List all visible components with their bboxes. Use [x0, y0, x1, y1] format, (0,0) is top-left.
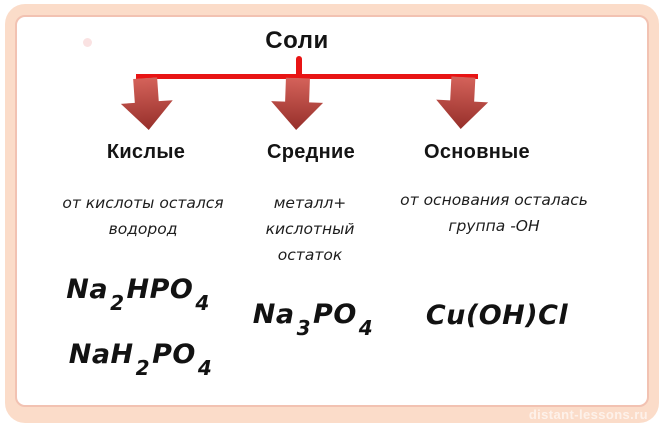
formula-subscript: 2: [135, 356, 151, 380]
formula-subscript: 2: [110, 291, 125, 315]
description-line: от основания осталась: [400, 191, 588, 209]
content-panel: [15, 15, 649, 407]
description-line: группа -ОН: [448, 217, 540, 235]
column-description-basic: от основания осталась группа -ОН: [385, 187, 603, 239]
watermark: distant-lessons.ru: [528, 407, 648, 422]
column-header-acidic: Кислые: [106, 141, 186, 163]
description-line: от кислоты остался: [62, 194, 224, 212]
column-header-middle: Средние: [266, 141, 356, 163]
formula-subscript: 4: [195, 291, 210, 315]
formula-segment: PO: [313, 299, 357, 330]
formula-subscript: 3: [296, 316, 312, 340]
formula-segment: PO: [152, 339, 196, 370]
down-arrow-icon: [436, 76, 489, 129]
formula-segment: Na: [252, 299, 295, 330]
description-line: остаток: [277, 246, 343, 264]
description-line: водород: [108, 220, 178, 238]
column-description-acidic: от кислоты остался водород: [43, 190, 243, 242]
formula-segment: HPO: [126, 274, 194, 305]
down-arrow-icon: [120, 77, 173, 130]
formula-segment: NaH: [68, 339, 134, 370]
diagram-title: Соли: [265, 27, 329, 54]
connector-line: [136, 74, 478, 79]
formula-subscript: 4: [197, 356, 213, 380]
faint-dot-artifact: [83, 38, 92, 47]
description-line: металл+: [273, 194, 347, 212]
column-header-basic: Основные: [424, 141, 530, 163]
formula-segment: Cu(OH)Cl: [425, 300, 569, 331]
description-line: кислотный: [265, 220, 355, 238]
connector-stub: [296, 56, 302, 76]
formula-cuohcl: Cu(OH)Cl: [406, 300, 588, 331]
down-arrow-icon: [271, 77, 324, 130]
column-description-middle: металл+ кислотный остаток: [240, 190, 380, 268]
formula-subscript: 4: [358, 316, 374, 340]
formula-segment: Na: [66, 274, 109, 305]
